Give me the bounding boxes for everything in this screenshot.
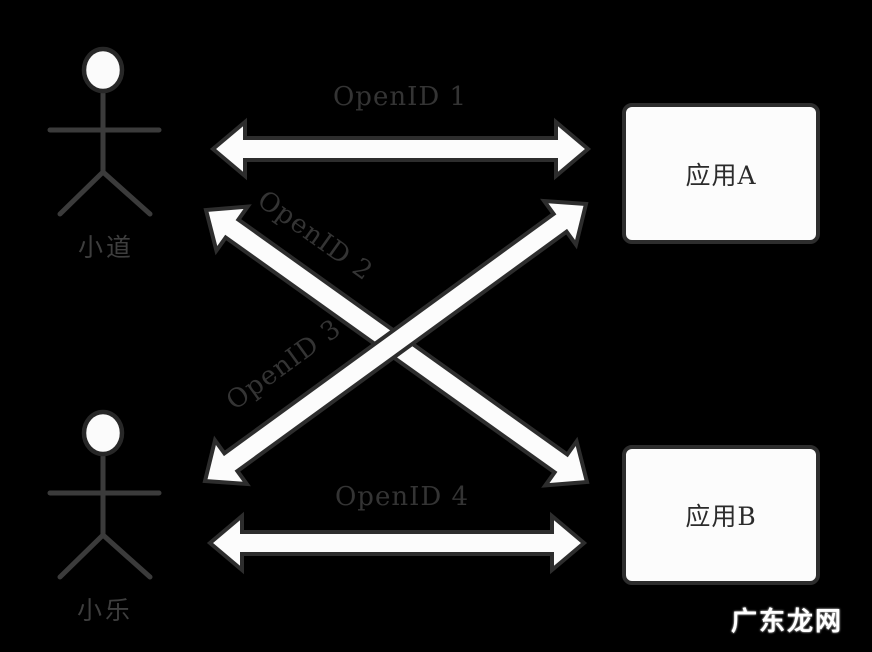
figure-right-leg: [100, 532, 153, 580]
watermark: 广东龙网: [731, 607, 844, 637]
actor-figure-xiaodao: [47, 46, 162, 217]
app-box-b: 应用B: [622, 445, 820, 585]
actor-label-xiaole: 小乐: [76, 596, 133, 625]
actor-label-xiaodao: 小道: [77, 233, 134, 262]
double-arrow-openid-1: [209, 117, 592, 181]
figure-head: [81, 46, 125, 94]
double-arrow-openid-3: [202, 198, 589, 487]
figure-right-leg: [100, 169, 153, 217]
connection-label-openid-4: OpenID 4: [334, 482, 469, 512]
figure-left-leg: [57, 169, 106, 217]
app-box-b-label: 应用B: [685, 502, 757, 531]
app-box-a-label: 应用A: [685, 160, 757, 190]
figure-head: [81, 409, 125, 457]
double-arrow-openid-4: [206, 511, 588, 575]
connection-label-openid-1: OpenID 1: [332, 82, 467, 112]
app-box-a: 应用A: [622, 103, 820, 244]
figure-left-leg: [57, 532, 106, 580]
actor-figure-xiaole: [47, 409, 162, 580]
